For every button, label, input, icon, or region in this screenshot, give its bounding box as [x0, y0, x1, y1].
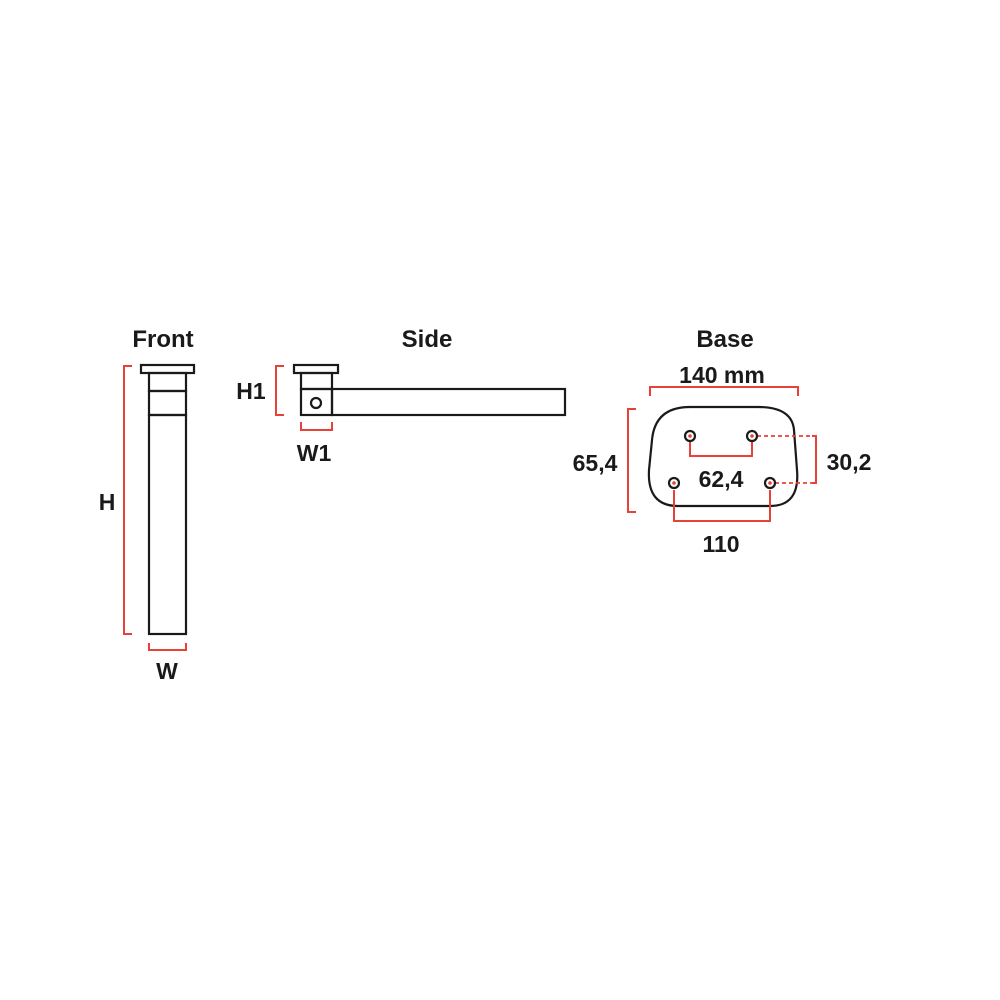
- hole-center: [768, 481, 772, 485]
- side-height-dimension: [275, 365, 284, 416]
- base-view: Base 140 mm 65,4 62,4 110 30,2: [573, 326, 872, 557]
- base-hole-row-offset-label: 30,2: [827, 449, 872, 475]
- base-bottom-hole-spacing-label: 110: [702, 531, 739, 557]
- base-hole-bottom-left: [667, 476, 681, 490]
- base-hole-top-right: [745, 429, 759, 443]
- hole-center: [750, 434, 754, 438]
- front-collar: [147, 371, 188, 393]
- front-mounting-plate: [139, 363, 196, 375]
- base-view-title: Base: [696, 326, 753, 353]
- base-overall-height-label: 65,4: [573, 450, 618, 476]
- base-overall-height-dimension: [627, 408, 636, 513]
- side-collar: [299, 371, 334, 391]
- side-collar-lower: [299, 387, 334, 417]
- side-leg-tube: [330, 387, 567, 417]
- base-overall-width-dimension: [649, 386, 799, 396]
- side-view-title: Side: [402, 326, 453, 353]
- side-mounting-plate: [292, 363, 340, 375]
- side-width-dimension: [300, 422, 333, 431]
- base-bottom-hole-spacing-dimension: [673, 490, 771, 522]
- front-collar-lower: [147, 389, 188, 417]
- front-height-dimension: [123, 365, 132, 635]
- base-hole-bottom-right: [763, 476, 777, 490]
- base-overall-width-label: 140 mm: [679, 362, 765, 388]
- base-hole-row-offset-dimension: [812, 435, 817, 484]
- side-width-label: W1: [297, 440, 332, 466]
- front-view-title: Front: [132, 326, 193, 353]
- front-leg-tube: [147, 413, 188, 636]
- side-view: Side H1 W1: [236, 326, 567, 466]
- base-hole-top-left: [683, 429, 697, 443]
- front-height-label: H: [99, 489, 116, 515]
- hole-center: [688, 434, 692, 438]
- hole-center: [672, 481, 676, 485]
- side-height-label: H1: [236, 378, 266, 404]
- front-width-dimension: [148, 643, 187, 651]
- front-width-label: W: [156, 658, 178, 684]
- front-view: Front H W: [99, 326, 196, 684]
- side-bolt-hole: [309, 396, 323, 410]
- base-top-hole-spacing-dimension: [689, 442, 753, 457]
- base-top-hole-spacing-label: 62,4: [699, 466, 744, 492]
